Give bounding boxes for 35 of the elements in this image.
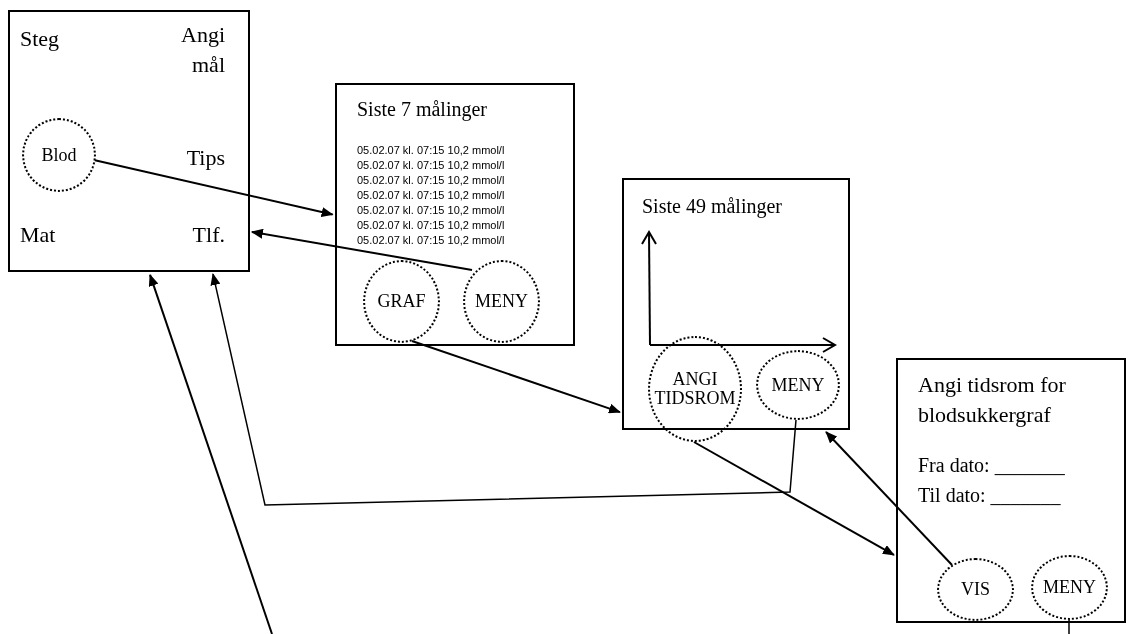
menu-item: Steg: [20, 26, 60, 52]
screen-title: Angi tidsrom for blodsukkergraf: [918, 371, 1067, 429]
button-circle: MENY: [1031, 555, 1108, 620]
menu-item: Tips: [186, 145, 225, 171]
screen-frame: [8, 10, 250, 272]
arrow: [210, 273, 797, 506]
measurement-row: 05.02.07 kl. 07:15 10,2 mmol/l: [357, 203, 505, 217]
arrow: [250, 228, 473, 271]
screen-title: Siste 7 målinger: [357, 97, 487, 121]
form-field-label: Fra dato: _______: [918, 453, 1065, 478]
arrow: [93, 159, 334, 217]
measurement-row: 05.02.07 kl. 07:15 10,2 mmol/l: [357, 218, 505, 232]
menu-item: Tlf.: [192, 222, 225, 248]
measurement-row: 05.02.07 kl. 07:15 10,2 mmol/l: [357, 143, 505, 157]
button-circle: MENY: [756, 350, 840, 420]
button-circle: MENY: [463, 260, 540, 343]
screen-frame: [896, 358, 1126, 623]
screen-frame: [335, 83, 575, 346]
arrow: [148, 273, 273, 634]
screen-title: Siste 49 målinger: [642, 194, 782, 218]
measurement-row: 05.02.07 kl. 07:15 10,2 mmol/l: [357, 188, 505, 202]
menu-item: Angi mål: [180, 21, 225, 79]
menu-item: Mat: [20, 222, 56, 248]
measurement-row: 05.02.07 kl. 07:15 10,2 mmol/l: [357, 233, 505, 247]
measurement-row: 05.02.07 kl. 07:15 10,2 mmol/l: [357, 173, 505, 187]
arrow: [825, 431, 953, 566]
button-circle: GRAF: [363, 260, 440, 343]
button-circle: ANGI TIDSROM: [648, 336, 742, 442]
button-circle: VIS: [937, 558, 1014, 621]
arrow: [692, 441, 895, 556]
arrow: [410, 340, 621, 414]
connector-line: [1068, 619, 1070, 634]
measurement-row: 05.02.07 kl. 07:15 10,2 mmol/l: [357, 158, 505, 172]
form-field-label: Til dato: _______: [918, 483, 1061, 508]
button-circle: Blod: [22, 118, 96, 192]
